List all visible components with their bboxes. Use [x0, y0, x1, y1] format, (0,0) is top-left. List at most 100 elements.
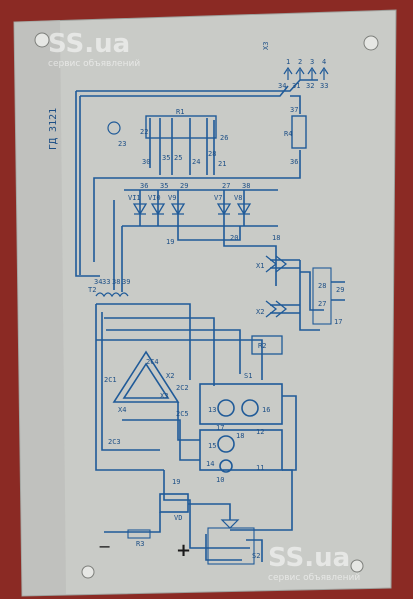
s1-pin-13: 13: [208, 406, 216, 414]
s1-pin-16: 16: [262, 406, 270, 414]
r2-label: R2: [258, 342, 266, 350]
coil-label-2c3: 2C3: [108, 438, 121, 446]
side-label-17: 17: [334, 318, 342, 326]
r1-wire-22: 22: [140, 128, 148, 136]
x3-terminal-3: 3: [310, 58, 314, 66]
x3-wire-34: 34: [278, 82, 286, 90]
left-wire-19: 19: [166, 238, 174, 246]
x1-label: X1: [256, 262, 264, 270]
x3-header-label: Х3: [262, 42, 270, 50]
t2-wire-38: 38: [112, 278, 120, 286]
watermark-bottom-brand: SS.ua: [268, 543, 350, 573]
watermark-bottom: SS.ua сервис объявлений: [268, 543, 360, 583]
x2-connector-icon: [265, 300, 288, 318]
r1-wire-35: 35: [162, 154, 170, 162]
components: [95, 66, 329, 529]
diode-wire-29: 29: [180, 182, 188, 190]
coil-label-x3: X3: [160, 392, 168, 400]
minus-label: −: [98, 537, 111, 556]
diode-vi1-label: VI1: [128, 194, 141, 202]
diode-v7-icon: [216, 203, 232, 216]
r4-resistor: [291, 115, 307, 149]
r4-label: R4: [284, 130, 292, 138]
plate-title: ГД 3121: [48, 108, 59, 150]
x2-label: X2: [256, 308, 264, 316]
r1-wire-25: 25: [174, 154, 182, 162]
r1-wire-23: 23: [118, 140, 126, 148]
diode-vi1-icon: [132, 203, 148, 216]
r1-wire-26: 26: [220, 134, 228, 142]
rivet-top-right: [363, 35, 379, 51]
t2-wire-34: 34: [94, 278, 102, 286]
r1-label: R1: [176, 108, 184, 116]
diode-v9-label: V9: [168, 194, 176, 202]
s1-pin-11: 11: [256, 464, 264, 472]
x3-arrows-icon: [283, 66, 329, 80]
vd-label: VD: [174, 514, 182, 522]
metal-plate: [13, 9, 397, 597]
x3-wire-33: 33: [320, 82, 328, 90]
coil-label-2c2: 2C2: [176, 384, 189, 392]
t2-label: T2: [88, 286, 96, 294]
watermark-top-brand: SS.ua: [48, 29, 130, 59]
t2-wire-33: 33: [102, 278, 110, 286]
plus-label: +: [176, 540, 191, 561]
diode-vi0-label: VI0: [148, 194, 161, 202]
diode-vi0-icon: [150, 203, 166, 216]
r1-wire-30: 30: [142, 158, 150, 166]
r1-wire-24: 24: [192, 158, 200, 166]
circuit-wiring: [75, 79, 345, 565]
r1-wire-28: 28: [208, 150, 216, 158]
left-wire-20: 20: [230, 234, 238, 242]
watermark-top-subtitle: сервис объявлений: [48, 59, 140, 69]
watermark-top: SS.ua сервис объявлений: [48, 29, 140, 69]
s1-pin-19: 19: [172, 478, 180, 486]
x1-connector-icon: [265, 255, 288, 273]
s1-pin-15: 15: [208, 442, 216, 450]
s1-label: S1: [244, 372, 252, 380]
diode-wire-35: 35: [160, 182, 168, 190]
plate-shade: [14, 20, 66, 596]
x3-terminal-4: 4: [322, 58, 326, 66]
r1-pot-icon: [107, 121, 121, 135]
left-wire-18: 18: [272, 234, 280, 242]
t2-coil-icon: [95, 292, 129, 298]
s1-pin-17: 17: [216, 424, 224, 432]
s1-pin-14: 14: [206, 460, 214, 468]
coil-label-2c4: 2C4: [146, 358, 159, 366]
r2-resistor: [251, 335, 283, 355]
r3-label: R3: [136, 540, 144, 548]
x3-terminal-2: 2: [298, 58, 302, 66]
x3-wire-32: 32: [306, 82, 314, 90]
coil-label-2c5: 2C5: [176, 410, 189, 418]
side-label-28: 28: [318, 282, 326, 290]
diode-wire-36: 36: [140, 182, 148, 190]
side-label-29: 29: [336, 286, 344, 294]
r4-wire-36: 36: [290, 158, 298, 166]
t2-wire-39: 39: [122, 278, 130, 286]
r4-wire-37: 37: [290, 106, 298, 114]
diode-wire-38: 38: [242, 182, 250, 190]
diode-v8-label: V8: [234, 194, 242, 202]
diode-v7-label: V7: [214, 194, 222, 202]
diode-v9-icon: [170, 203, 186, 216]
x3-terminal-1: 1: [286, 58, 290, 66]
x3-wire-31: 31: [292, 82, 300, 90]
coil-label-x4: X4: [118, 406, 126, 414]
diode-wire-27: 27: [222, 182, 230, 190]
rivet-top-left: [34, 32, 50, 48]
labels: Х3 1 2 3 4 34 31 32 33 R1 R4 37 36 22 23…: [88, 42, 344, 561]
diode-v8-icon: [236, 203, 252, 216]
watermark-bottom-subtitle: сервис объявлений: [268, 573, 360, 583]
coil-label-x2: X2: [166, 372, 174, 380]
s2-label: S2: [252, 552, 260, 560]
r1-wire-21: 21: [218, 160, 226, 168]
side-label-27: 27: [318, 300, 326, 308]
coil-label-2c1: 2C1: [104, 376, 117, 384]
vd-arrow-icon: [220, 519, 240, 529]
s1-pin-10: 10: [216, 476, 224, 484]
s1-pin-18: 18: [236, 432, 244, 440]
s1-pin-12: 12: [256, 428, 264, 436]
rivet-bottom-right: [350, 559, 364, 573]
